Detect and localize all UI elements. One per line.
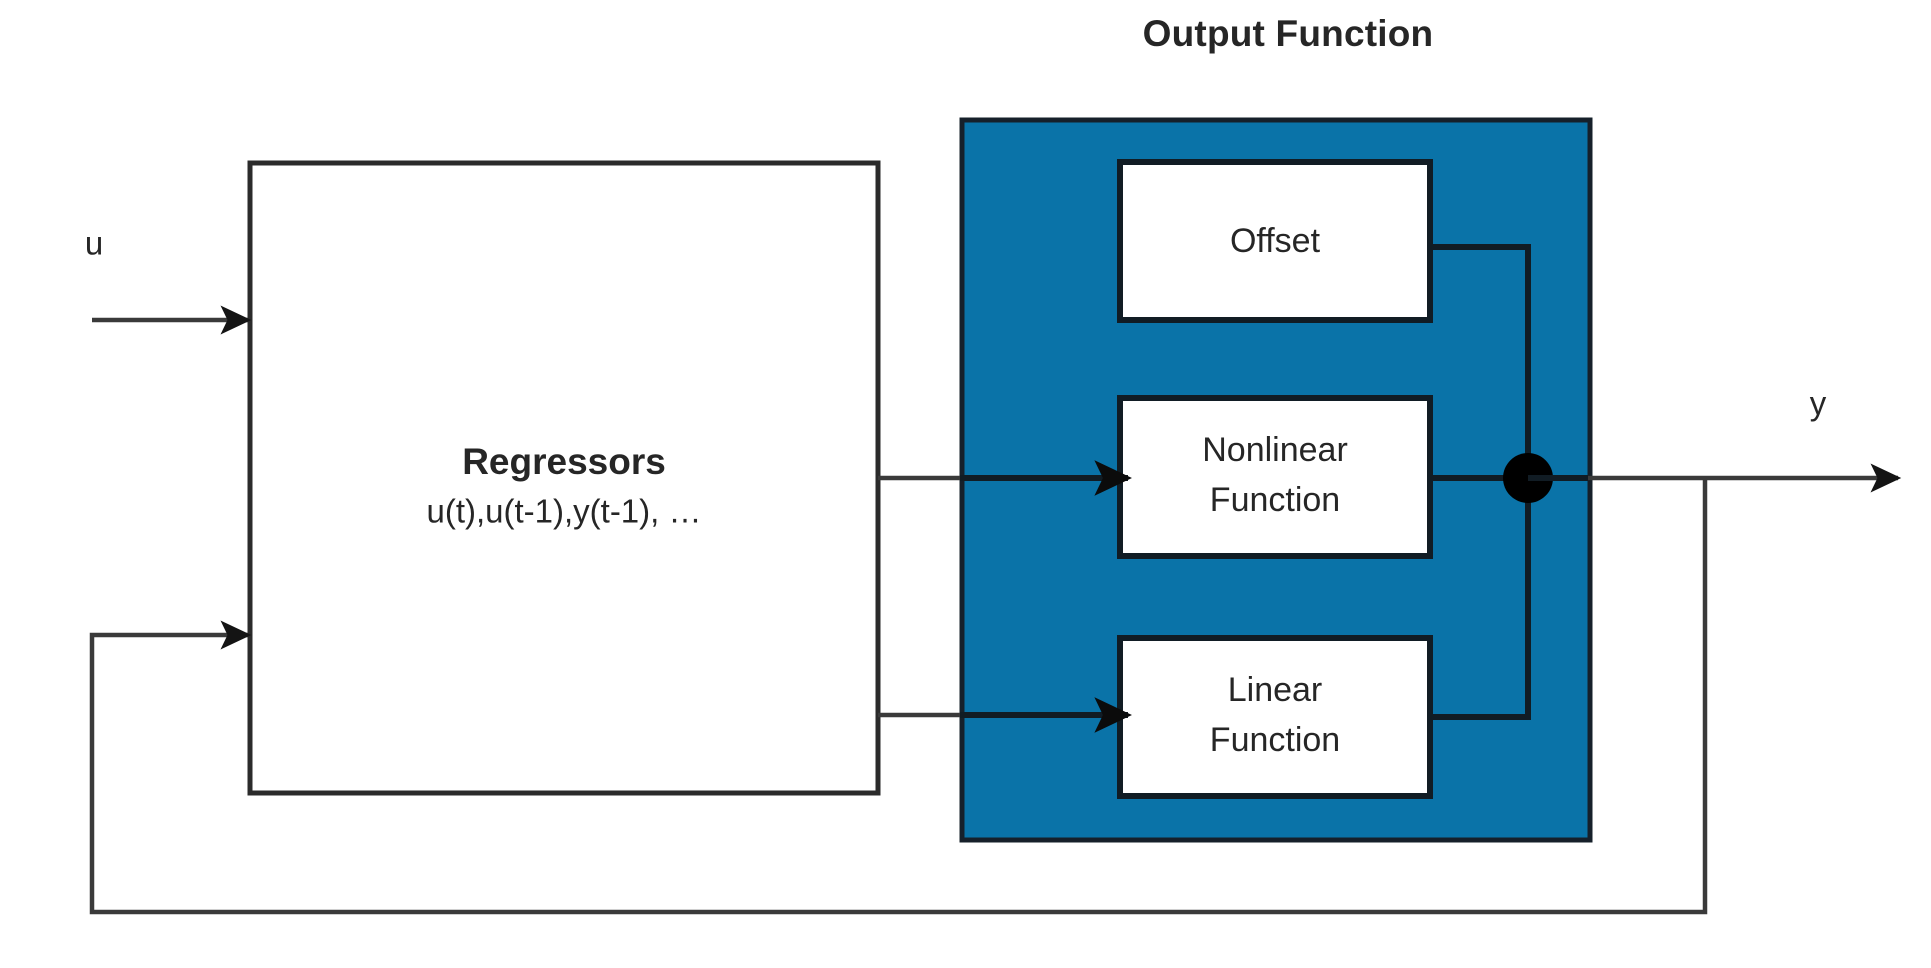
linear-function-label-line2: Function <box>1210 721 1340 759</box>
regressors-subtitle: u(t),u(t-1),y(t-1), … <box>426 493 701 530</box>
nonlinear-function-label-line2: Function <box>1210 481 1340 519</box>
connection-offset-to-sum <box>1430 244 1531 478</box>
input-signal-label-u: u <box>85 225 103 262</box>
connection-linear-to-sum <box>1430 478 1531 720</box>
linear-function-block[interactable]: Linear Function <box>1117 635 1433 799</box>
nonlinear-function-block[interactable]: Nonlinear Function <box>1117 395 1433 559</box>
nonlinear-function-box-outline <box>1117 395 1433 559</box>
offset-label: Offset <box>1230 222 1321 260</box>
linear-function-label-line1: Linear <box>1228 671 1323 709</box>
linear-function-box-outline <box>1117 635 1433 799</box>
connection-output-feedback-to-regressors <box>89 478 1708 915</box>
page-title: Output Function <box>1143 13 1434 54</box>
offset-block[interactable]: Offset <box>1117 159 1433 323</box>
regressors-box-outline <box>247 160 881 796</box>
output-signal-label-y: y <box>1810 385 1827 422</box>
regressors-title: Regressors <box>462 441 666 482</box>
nonlinear-function-label-line1: Nonlinear <box>1202 431 1348 469</box>
regressors-block[interactable]: Regressors u(t),u(t-1),y(t-1), … <box>247 160 881 796</box>
offset-box-outline <box>1117 159 1433 323</box>
